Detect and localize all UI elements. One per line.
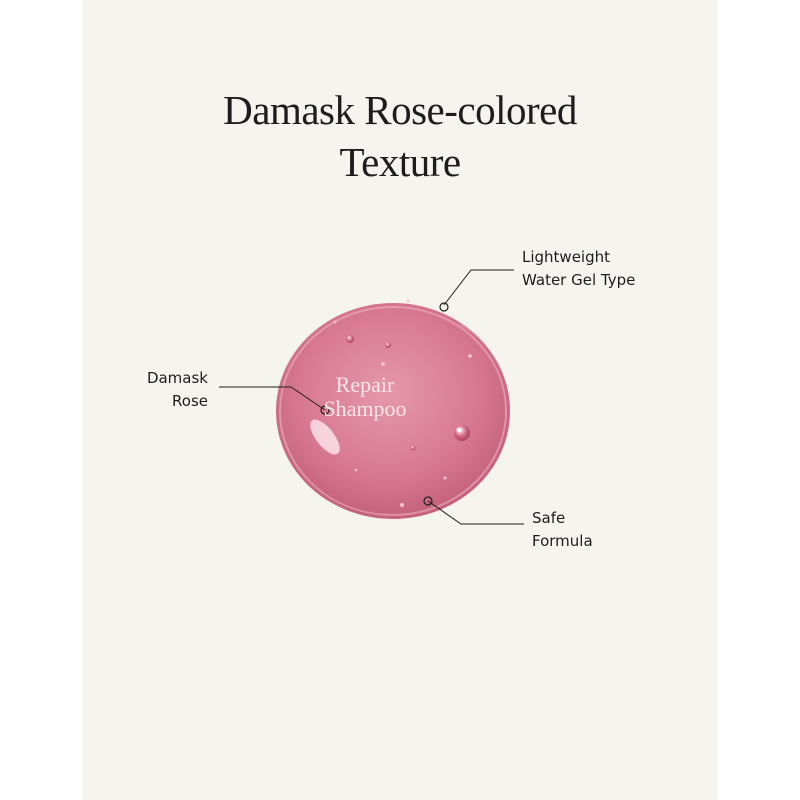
callout-safe-line-1: Safe (532, 509, 566, 527)
title-line-1: Damask Rose-colored (223, 87, 577, 133)
drop-body (276, 303, 510, 519)
drop-rim (279, 306, 507, 516)
shampoo-drop (276, 299, 510, 519)
marker-dot-safe (423, 496, 433, 506)
bubble (385, 342, 391, 348)
bubble (410, 445, 416, 451)
bubble (333, 320, 337, 324)
callout-damask-line-2: Rose (172, 392, 208, 410)
leader-lines (219, 269, 524, 525)
bubble (381, 362, 385, 366)
marker-dot-lightweight (439, 302, 449, 312)
callout-damask-line-1: Damask (146, 369, 208, 387)
callout-safe-line-2: Formula (532, 532, 593, 550)
page-title: Damask Rose-colored Texture (0, 84, 800, 188)
bubble (468, 354, 472, 358)
bubble (400, 503, 404, 507)
callout-damask-rose: Damask Rose (120, 367, 208, 413)
leader-line-safe (427, 500, 524, 525)
leader-line-lightweight (443, 269, 514, 306)
drop-label-line-2: Shampoo (323, 396, 407, 421)
drop-shadow-edge (296, 460, 380, 514)
drop-highlight-left (310, 419, 340, 455)
callout-lightweight: Lightweight Water Gel Type (522, 246, 635, 292)
bubble-large-shine (456, 427, 462, 433)
bubble (354, 468, 358, 472)
drop-label: Repair Shampoo (300, 373, 430, 421)
bubble (406, 299, 410, 303)
bubble (443, 476, 447, 480)
drop-label-line-1: Repair (335, 372, 395, 397)
marker-dot-damask (320, 405, 330, 415)
callout-safe-formula: Safe Formula (532, 507, 593, 553)
bubble (346, 335, 354, 343)
title-line-2: Texture (339, 139, 461, 185)
bubble-large (454, 425, 470, 441)
callout-lightweight-line-1: Lightweight (522, 248, 611, 266)
callout-lightweight-line-2: Water Gel Type (522, 271, 636, 289)
leader-line-damask (219, 386, 326, 411)
